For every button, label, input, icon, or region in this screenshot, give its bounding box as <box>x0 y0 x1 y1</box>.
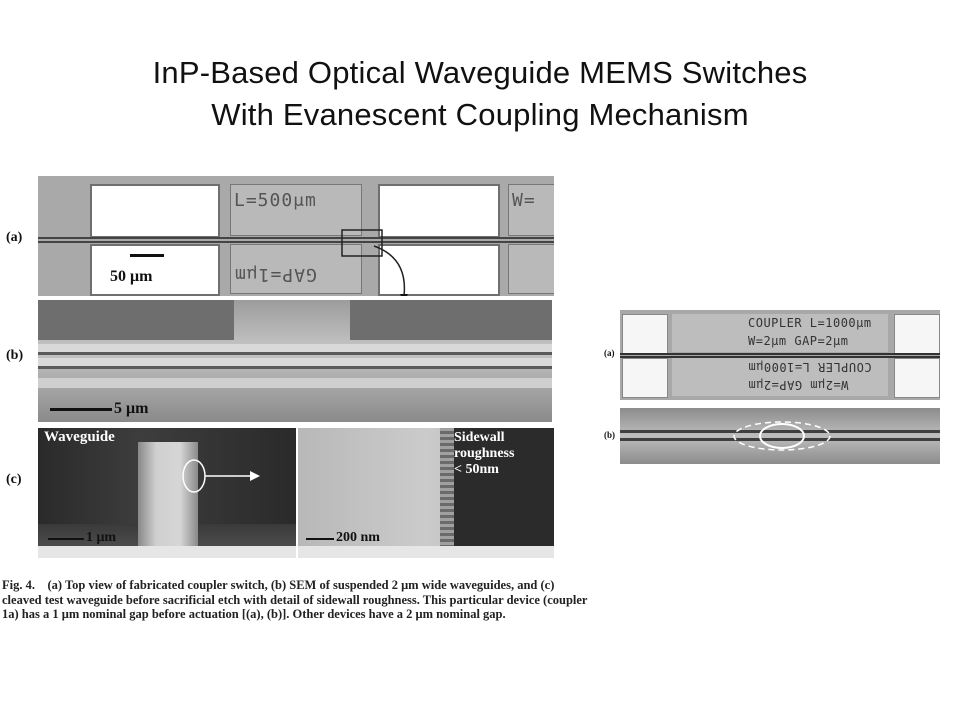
pad-right-top <box>508 184 554 236</box>
sidewall-label: Sidewall roughness < 50nm <box>454 430 514 478</box>
label-gap-mirrored: GAP=1μm <box>234 264 317 285</box>
right-panel-label-b: (b) <box>604 430 615 440</box>
label-length: L=500μm <box>234 190 317 211</box>
figure-caption: Fig. 4. (a) Top view of fabricated coupl… <box>2 578 592 622</box>
sidewall-arrow-icon <box>182 459 260 493</box>
right-panel-a-top-view: COUPLER L=1000μm W=2μm GAP=2μm COUPLER L… <box>620 310 940 400</box>
right-label-line-2: W=2μm GAP=2μm <box>748 334 849 348</box>
opening-right-bottom <box>378 244 500 296</box>
coupling-region-ellipse-icon <box>733 421 831 451</box>
panel-c-waveguide-cross-section: Waveguide 1 μm <box>38 428 296 558</box>
left-figure: (a) (b) (c) L=500μm GAP=1μm W= 50 μm <box>0 172 600 662</box>
scale-text-b: 5 μm <box>114 400 149 417</box>
right-waveguide-line-top <box>620 353 940 355</box>
opening-left-top <box>90 184 220 238</box>
slide-title: InP-Based Optical Waveguide MEMS Switche… <box>0 52 960 136</box>
scale-text-c1: 1 μm <box>86 530 117 545</box>
right-pad-top <box>672 314 888 352</box>
waveguide-label: Waveguide <box>44 429 115 445</box>
panel-label-c: (c) <box>6 472 22 487</box>
scale-bar-c1 <box>48 538 84 540</box>
waveguide-line-top <box>38 237 554 239</box>
panel-label-a: (a) <box>6 230 23 245</box>
sem-info-bar-left <box>38 546 296 558</box>
waveguide-top-upper <box>38 344 552 352</box>
air-region <box>448 428 554 558</box>
right-label-line-3-mirrored: COUPLER L=1000μm <box>748 360 872 374</box>
waveguide-bottom-shadow <box>38 366 552 369</box>
right-opening-left-bottom <box>622 358 668 398</box>
waveguide-ridge <box>138 442 198 558</box>
right-opening-right-top <box>894 314 940 354</box>
scale-bar-a <box>130 254 164 257</box>
panel-c-sidewall-detail: Sidewall roughness < 50nm 200 nm <box>298 428 554 558</box>
opening-right-top <box>378 184 500 238</box>
sidewall-label-line-3: < 50nm <box>454 462 499 477</box>
right-waveguide-upper <box>620 430 940 433</box>
right-figure: (a) (b) COUPLER L=1000μm W=2μm GAP=2μm C… <box>600 308 945 468</box>
label-width: W= <box>512 190 536 211</box>
right-pad-bottom <box>672 358 888 396</box>
right-label-line-1: COUPLER L=1000μm <box>748 316 872 330</box>
rough-sidewall-edge <box>440 428 454 558</box>
anchor-left <box>38 300 234 340</box>
waveguide-top-shadow <box>38 352 552 355</box>
sidewall-label-line-2: roughness <box>454 446 515 461</box>
scale-bar-b <box>50 408 112 411</box>
waveguide-bottom-upper <box>38 358 552 366</box>
right-panel-b-coupling-region <box>620 408 940 464</box>
right-waveguide-lower <box>620 438 940 441</box>
zoom-arrow-icon <box>341 229 408 296</box>
caption-text: (a) Top view of fabricated coupler switc… <box>2 578 588 621</box>
title-line-2: With Evanescent Coupling Mechanism <box>211 97 749 132</box>
substrate-edge <box>38 378 552 388</box>
caption-prefix: Fig. 4. <box>2 578 35 592</box>
title-line-1: InP-Based Optical Waveguide MEMS Switche… <box>152 55 808 90</box>
panel-b-sem-waveguides: 5 μm <box>38 300 552 422</box>
scale-bar-c2 <box>306 538 334 540</box>
panel-label-b: (b) <box>6 348 24 363</box>
right-opening-right-bottom <box>894 358 940 398</box>
sidewall-label-line-1: Sidewall <box>454 430 505 445</box>
sem-info-bar-right <box>298 546 554 558</box>
anchor-right <box>350 300 552 340</box>
right-label-line-4-mirrored: W=2μm GAP=2μm <box>748 378 849 392</box>
right-opening-left-top <box>622 314 668 354</box>
scale-text-a: 50 μm <box>110 268 153 285</box>
pad-bottom <box>230 244 362 294</box>
opening-left-bottom <box>90 244 220 296</box>
pad-top <box>230 184 362 236</box>
waveguide-line-bottom <box>38 241 554 243</box>
right-panel-label-a: (a) <box>604 348 615 358</box>
right-waveguide-line-bottom <box>620 356 940 358</box>
scale-text-c2: 200 nm <box>336 530 380 545</box>
pad-right-bottom <box>508 244 554 294</box>
panel-a-top-view: L=500μm GAP=1μm W= 50 μm <box>38 176 554 296</box>
